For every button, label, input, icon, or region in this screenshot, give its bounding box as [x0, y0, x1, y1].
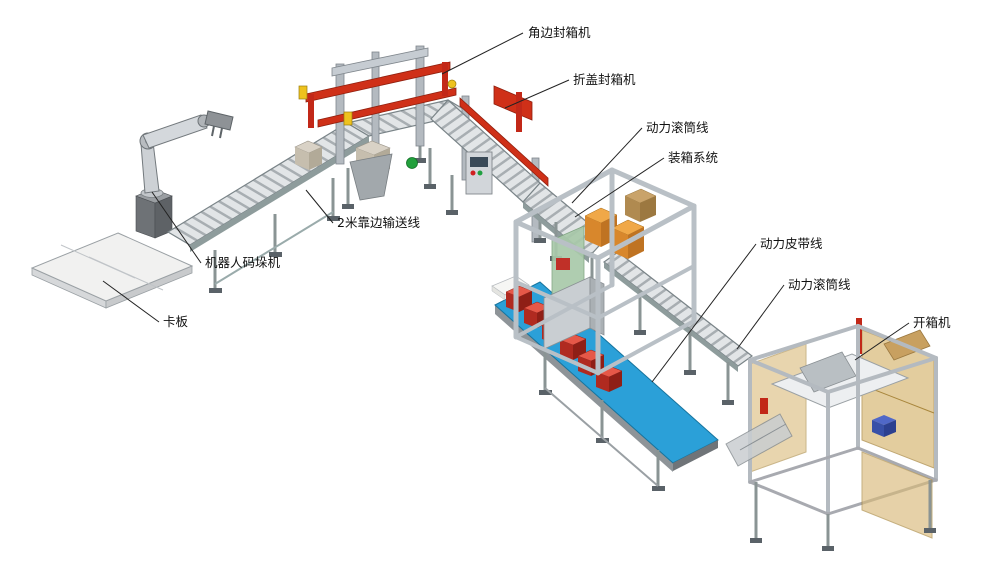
flap-sealer-head — [493, 85, 533, 121]
label-roller-line-top: 动力滚筒线 — [646, 120, 709, 135]
roller-conveyor-right — [602, 251, 754, 405]
leader-robot-palletizer — [151, 191, 202, 264]
label-pallet: 卡板 — [163, 314, 189, 329]
label-flap-sealer: 折盖封箱机 — [573, 72, 636, 87]
flap-sealer-machine — [430, 85, 549, 243]
label-robot-palletizer: 机器人码垛机 — [205, 255, 281, 270]
cell-frame — [513, 167, 697, 376]
label-case-erector: 开箱机 — [913, 315, 951, 330]
erector-frame — [748, 324, 938, 516]
carton-on-conveyor — [294, 140, 323, 170]
leader-corner-sealer — [441, 32, 524, 75]
cell-frame-lower — [514, 264, 696, 375]
orange-box-1 — [584, 207, 618, 247]
logo-dot — [406, 157, 418, 169]
blank-magazine — [725, 413, 793, 467]
robot-gripper — [204, 110, 234, 131]
leader-pallet — [102, 280, 160, 323]
leader-roller-line-top — [571, 127, 643, 204]
corner-sealer-machine — [298, 45, 457, 209]
robot-lower-arm — [140, 141, 160, 194]
label-roller-line-right: 动力滚筒线 — [788, 277, 851, 292]
leader-packing-system — [574, 157, 665, 218]
packing-cell — [513, 167, 697, 376]
label-corner-sealer: 角边封箱机 — [528, 25, 591, 40]
label-edge-conveyor: 2米靠边输送线 — [337, 215, 420, 230]
red-box-small — [556, 258, 570, 270]
robot-palletizer — [135, 110, 234, 239]
blue-box — [872, 415, 896, 437]
robot-upper-arm — [142, 114, 208, 149]
leader-lines — [102, 32, 910, 383]
sealer-hopper — [349, 153, 393, 201]
leader-flap-sealer — [504, 79, 570, 109]
control-cabinet — [465, 151, 493, 195]
label-belt-line: 动力皮带线 — [760, 236, 823, 251]
leader-roller-line-right — [736, 284, 785, 350]
leader-case-erector — [854, 322, 910, 361]
label-texts: 角边封箱机 折盖封箱机 动力滚筒线 装箱系统 动力皮带线 动力滚筒线 开箱机 2… — [163, 25, 951, 330]
cabinet-screen — [470, 157, 488, 167]
pallet — [30, 232, 194, 309]
leader-belt-line — [651, 243, 757, 383]
leader-edge-conveyor — [305, 189, 334, 224]
label-packing-system: 装箱系统 — [668, 150, 718, 165]
carton-stack — [624, 188, 657, 222]
guard-panel-lower — [861, 451, 933, 539]
paper-stack — [491, 275, 530, 301]
case-erector — [725, 318, 938, 551]
edge-conveyor — [166, 122, 371, 293]
